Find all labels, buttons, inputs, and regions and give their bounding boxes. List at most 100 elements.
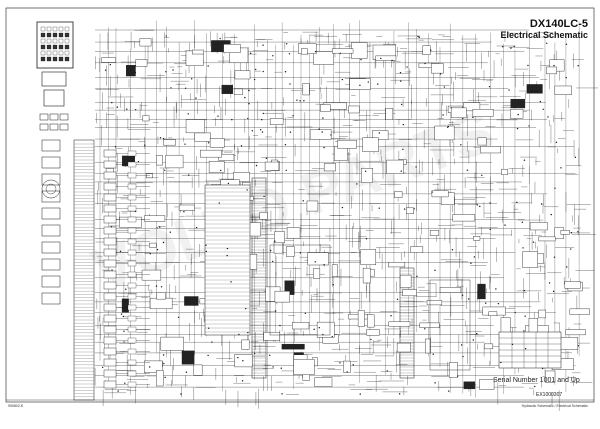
- junction-dot: [546, 42, 548, 44]
- component-box: [526, 84, 543, 94]
- junction-dot: [313, 328, 315, 331]
- component-box: [46, 38, 52, 44]
- junction-dot: [220, 169, 222, 172]
- component-box: [142, 115, 150, 122]
- junction-dot: [241, 380, 244, 382]
- junction-dot: [359, 393, 361, 395]
- junction-dot: [377, 83, 379, 85]
- component-box: [463, 381, 476, 390]
- component-box: [127, 238, 137, 245]
- component-box: [332, 48, 354, 54]
- component-box: [439, 287, 462, 293]
- component-box: [41, 275, 61, 288]
- junction-dot: [542, 108, 544, 111]
- junction-dot: [468, 298, 470, 300]
- junction-dot: [274, 240, 276, 242]
- component-box: [251, 177, 267, 379]
- junction-dot: [434, 382, 436, 384]
- junction-dot: [502, 46, 504, 48]
- junction-dot: [356, 183, 358, 185]
- junction-dot: [570, 248, 572, 250]
- component-box: [141, 269, 162, 281]
- junction-dot: [218, 202, 220, 204]
- component-box: [46, 44, 52, 50]
- junction-dot: [534, 385, 536, 388]
- junction-dot: [511, 343, 514, 346]
- component-box: [5, 7, 595, 403]
- junction-dot: [532, 241, 535, 243]
- component-box: [223, 44, 241, 53]
- component-box: [156, 292, 166, 300]
- component-box: [103, 237, 117, 246]
- component-box: [103, 182, 117, 191]
- junction-dot: [574, 156, 577, 159]
- junction-dot: [262, 44, 264, 46]
- junction-dot: [460, 344, 463, 346]
- component-box: [46, 50, 52, 56]
- component-box: [323, 163, 336, 172]
- junction-dot: [473, 256, 476, 258]
- junction-dot: [553, 64, 555, 67]
- junction-dot: [472, 339, 474, 341]
- junction-dot: [495, 288, 497, 290]
- component-box: [528, 318, 539, 333]
- junction-dot: [479, 205, 481, 208]
- junction-dot: [470, 262, 472, 264]
- component-box: [103, 204, 117, 213]
- drawing-number: EX1000307: [536, 392, 563, 398]
- component-box: [313, 51, 334, 65]
- component-box: [484, 343, 494, 350]
- component-box: [149, 242, 157, 248]
- component-box: [362, 267, 371, 284]
- junction-dot: [504, 224, 506, 226]
- component-box: [127, 326, 137, 333]
- junction-dot: [155, 285, 158, 287]
- component-box: [41, 71, 67, 87]
- component-box: [419, 322, 440, 328]
- junction-dot: [390, 315, 392, 317]
- junction-dot: [226, 254, 228, 257]
- junction-dot: [280, 367, 282, 369]
- component-box: [127, 370, 137, 377]
- component-box: [52, 44, 58, 50]
- component-box: [292, 322, 310, 330]
- junction-dot: [123, 341, 125, 343]
- junction-dot: [424, 328, 426, 330]
- junction-dot: [248, 89, 250, 92]
- junction-dot: [159, 137, 162, 139]
- junction-dot: [251, 130, 254, 132]
- component-box: [221, 84, 233, 94]
- junction-dot: [566, 266, 568, 268]
- component-box: [560, 230, 570, 235]
- junction-dot: [527, 64, 529, 67]
- component-box: [273, 241, 283, 254]
- junction-dot: [205, 250, 208, 253]
- junction-dot: [378, 207, 380, 209]
- junction-dot: [303, 100, 305, 102]
- junction-dot: [207, 65, 209, 67]
- junction-dot: [516, 201, 518, 204]
- junction-dot: [541, 367, 544, 370]
- component-box: [59, 123, 69, 131]
- component-box: [36, 21, 74, 69]
- component-box: [127, 249, 137, 256]
- junction-dot: [415, 166, 417, 168]
- junction-dot: [523, 330, 525, 332]
- component-box: [396, 342, 411, 353]
- junction-dot: [111, 269, 113, 271]
- component-box: [302, 83, 310, 96]
- component-box: [500, 317, 511, 334]
- component-box: [127, 282, 137, 289]
- component-box: [52, 50, 58, 56]
- component-box: [46, 32, 52, 38]
- component-box: [463, 102, 481, 112]
- component-box: [286, 246, 295, 257]
- component-box: [538, 236, 556, 242]
- component-box: [208, 161, 225, 173]
- component-box: [313, 268, 321, 279]
- junction-dot: [443, 86, 446, 88]
- component-box: [101, 57, 116, 63]
- component-box: [193, 364, 203, 376]
- junction-dot: [230, 281, 232, 283]
- component-box: [450, 107, 467, 119]
